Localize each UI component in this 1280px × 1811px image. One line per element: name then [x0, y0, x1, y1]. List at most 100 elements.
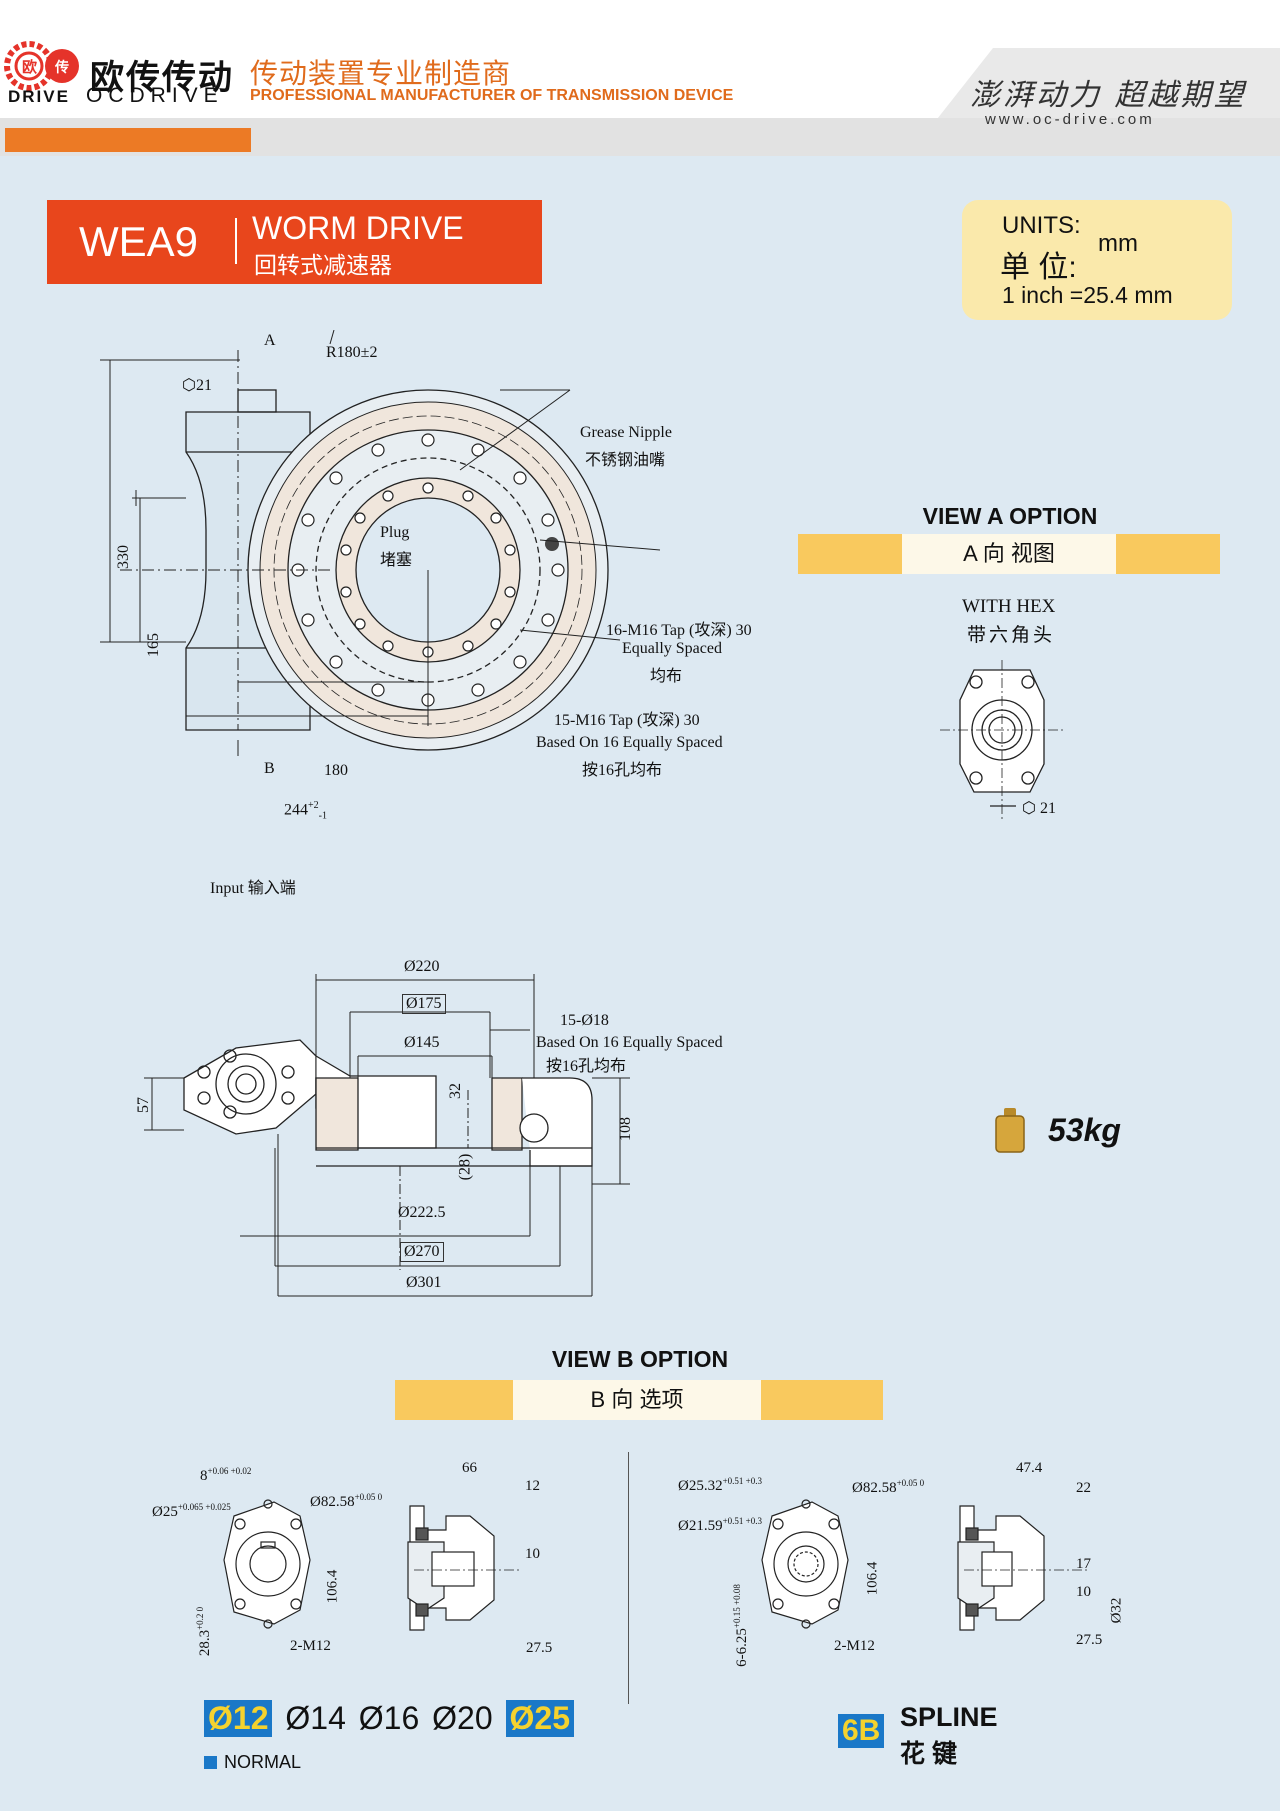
input-label: Input 输入端 — [210, 880, 296, 897]
dim-1064-right: 106.4 — [864, 1561, 881, 1596]
view-a-heading: VIEW A OPTION — [922, 503, 1098, 529]
hex-option-label: WITH HEX — [962, 596, 1056, 617]
tap15-spacing: Based On 16 Equally Spaced — [536, 734, 723, 751]
slogan: 澎湃动力 超越期望 — [970, 78, 1247, 113]
dim-474: 47.4 — [1016, 1460, 1043, 1476]
radius-label: R180±2 — [326, 344, 378, 361]
pcd-right-label: Ø82.58+0.05 0 — [852, 1478, 925, 1496]
dim-10-left: 10 — [525, 1546, 540, 1562]
brand-drive-label: DRIVE — [8, 87, 70, 106]
units-conversion: 1 inch =25.4 mm — [1002, 282, 1173, 308]
dim-22: 22 — [1076, 1480, 1091, 1496]
brand-name-en: OCDRIVE — [86, 84, 224, 107]
normal-legend-label: NORMAL — [224, 1752, 302, 1772]
dim-d270: Ø270 — [400, 1242, 444, 1262]
view-a-label: A 向 视图 — [902, 534, 1116, 574]
spline-label: SPLINE — [900, 1702, 998, 1732]
grease-nipple-label-cn: 不锈钢油嘴 — [585, 452, 666, 469]
units-box: UNITS: 单 位: mm 1 inch =25.4 mm — [962, 200, 1232, 320]
model-number: WEA9 — [79, 218, 199, 265]
shaft-size-normal: Ø25 — [505, 1700, 574, 1737]
plug-label: Plug — [380, 524, 410, 541]
brand-name-cn: 欧传传动 — [90, 59, 234, 97]
bolt-holes-inner — [340, 482, 516, 658]
header-slant-panel — [930, 48, 1280, 128]
grease-nipple-icon — [545, 537, 559, 551]
dim-275-left: 27.5 — [526, 1640, 553, 1656]
hole-count-label: 15-Ø18 — [560, 1012, 609, 1029]
spline-label-cn: 花 键 — [900, 1740, 957, 1768]
key-width-label: 8+0.06 +0.02 — [200, 1466, 252, 1484]
shaft-size: Ø20 — [432, 1700, 493, 1736]
dim-330: 330 — [115, 545, 132, 569]
units-label-en: UNITS: — [1002, 212, 1081, 239]
dim-275-right: 27.5 — [1076, 1632, 1103, 1648]
dim-10-right: 10 — [1076, 1584, 1091, 1600]
dim-180: 180 — [324, 762, 348, 779]
tap16-spacing-cn: 均布 — [650, 668, 683, 685]
svg-text:传: 传 — [54, 59, 69, 76]
m12-left-label: 2-M12 — [290, 1638, 331, 1654]
dim-66: 66 — [462, 1460, 477, 1476]
dim-165: 165 — [145, 633, 162, 657]
section-view-drawing — [144, 974, 630, 1297]
m12-right-label: 2-M12 — [834, 1638, 875, 1654]
dim-244: 244+2-1 — [284, 800, 327, 822]
hex-21-label: ⬡ 21 — [1022, 800, 1056, 817]
hex-size-label: ⬡21 — [182, 377, 212, 394]
tagline-cn: 传动装置专业制造商 — [250, 58, 512, 89]
spline-od-label: Ø25.32+0.51 +0.3 — [678, 1476, 762, 1494]
dim-d175: Ø175 — [402, 994, 446, 1014]
dim-d2225: Ø222.5 — [398, 1204, 446, 1221]
product-name-en: WORM DRIVE — [252, 210, 464, 246]
view-a-bar: A 向 视图 — [798, 534, 1220, 574]
company-logo: 欧 传 — [4, 41, 79, 91]
spline-id-label: Ø21.59+0.51 +0.3 — [678, 1516, 762, 1534]
dim-12: 12 — [525, 1478, 540, 1494]
axis-b-label: B — [264, 760, 275, 777]
dim-108: 108 — [617, 1117, 634, 1141]
svg-text:欧: 欧 — [22, 58, 37, 76]
weight-value: 53kg — [1048, 1112, 1121, 1148]
spline-badge: 6B — [838, 1714, 885, 1748]
tap15-label: 15-M16 Tap (攻深) 30 — [554, 712, 700, 729]
title-divider — [235, 218, 237, 264]
dim-17: 17 — [1076, 1556, 1091, 1572]
website-url: www.oc-drive.com — [985, 111, 1155, 128]
dim-d301: Ø301 — [406, 1274, 442, 1291]
view-b-label: B 向 选项 — [513, 1380, 761, 1420]
dim-d32: Ø32 — [1108, 1597, 1125, 1624]
axis-a-label: A — [264, 332, 276, 349]
dim-32: 32 — [447, 1083, 464, 1099]
hole-spacing-label: Based On 16 Equally Spaced — [536, 1034, 723, 1051]
weight-icon — [995, 1108, 1025, 1153]
dim-283: 28.3+0.2 0 — [195, 1606, 214, 1657]
dim-28: (28) — [456, 1153, 474, 1181]
tap16-label: 16-M16 Tap (攻深) 30 — [606, 622, 752, 639]
front-view-drawing — [100, 330, 661, 756]
bore-label: Ø25+0.065 +0.025 — [152, 1502, 231, 1520]
view-a-drawing — [940, 660, 1064, 820]
product-name-cn: 回转式减速器 — [254, 252, 392, 278]
tap15-spacing-cn: 按16孔均布 — [582, 762, 663, 779]
grease-nipple-label: Grease Nipple — [580, 424, 672, 441]
header-orange-band — [5, 128, 251, 152]
hex-option-label-cn: 带六角头 — [967, 625, 1056, 646]
view-b-divider — [628, 1452, 629, 1704]
view-b-bar: B 向 选项 — [395, 1380, 883, 1420]
units-label-cn: 单 位: — [1000, 251, 1077, 284]
normal-legend-swatch — [204, 1756, 217, 1769]
tap16-spacing: Equally Spaced — [622, 640, 722, 657]
view-b-heading: VIEW B OPTION — [551, 1346, 729, 1372]
tagline-en: PROFESSIONAL MANUFACTURER OF TRANSMISSIO… — [250, 87, 734, 104]
spline-teeth-label: 6-6.25+0.15 +0.08 — [731, 1584, 750, 1667]
plug-label-cn: 堵塞 — [380, 552, 413, 569]
shaft-size: Ø14 — [285, 1700, 346, 1736]
shaft-size: Ø16 — [358, 1700, 420, 1736]
units-mm: mm — [1098, 230, 1138, 257]
shaft-size-list: Ø12 Ø14 Ø16 Ø20 Ø25 — [204, 1700, 578, 1737]
dim-d220: Ø220 — [404, 958, 440, 975]
product-title-box: WEA9 WORM DRIVE 回转式减速器 — [47, 200, 542, 284]
dim-1064-left: 106.4 — [324, 1569, 341, 1604]
dim-d145: Ø145 — [404, 1034, 440, 1051]
